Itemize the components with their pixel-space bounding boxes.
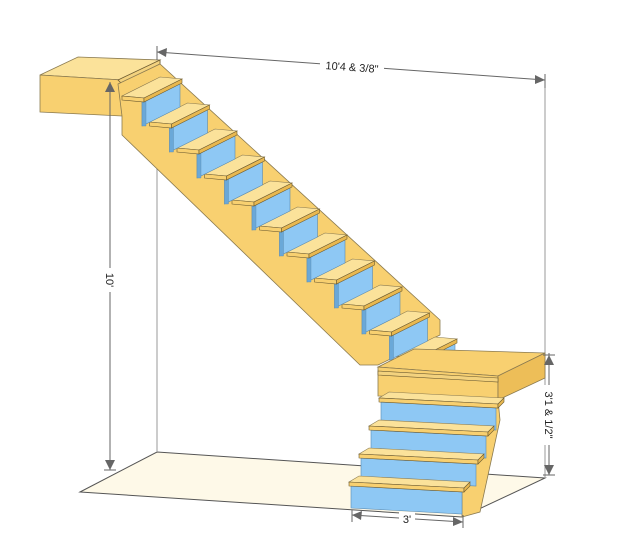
upper-step bbox=[230, 180, 294, 231]
upper-step bbox=[258, 206, 321, 257]
upper-step bbox=[203, 154, 266, 205]
upper-flight-steps bbox=[120, 76, 459, 387]
dimension-total-rise: 10' bbox=[103, 82, 116, 471]
upper-step bbox=[120, 76, 184, 127]
dimension-total-rise-label: 10' bbox=[103, 273, 115, 287]
upper-step bbox=[313, 258, 376, 309]
dimension-total-run: 10'4 & 3/8" bbox=[156, 46, 546, 88]
dimension-stair-width-label: 3' bbox=[403, 514, 411, 526]
upper-step bbox=[175, 128, 239, 179]
upper-step bbox=[285, 232, 349, 283]
dimension-total-run-label: 10'4 & 3/8" bbox=[325, 60, 379, 76]
upper-step bbox=[340, 284, 404, 335]
dimension-landing-height: 3'1 & 1/2" bbox=[542, 353, 555, 476]
dimension-landing-height-label: 3'1 & 1/2" bbox=[542, 392, 554, 439]
dimension-stair-width: 3' bbox=[351, 510, 464, 528]
lower-step bbox=[348, 475, 471, 515]
landing bbox=[376, 348, 546, 401]
lower-flight-steps bbox=[348, 391, 505, 515]
upper-step bbox=[368, 310, 431, 361]
